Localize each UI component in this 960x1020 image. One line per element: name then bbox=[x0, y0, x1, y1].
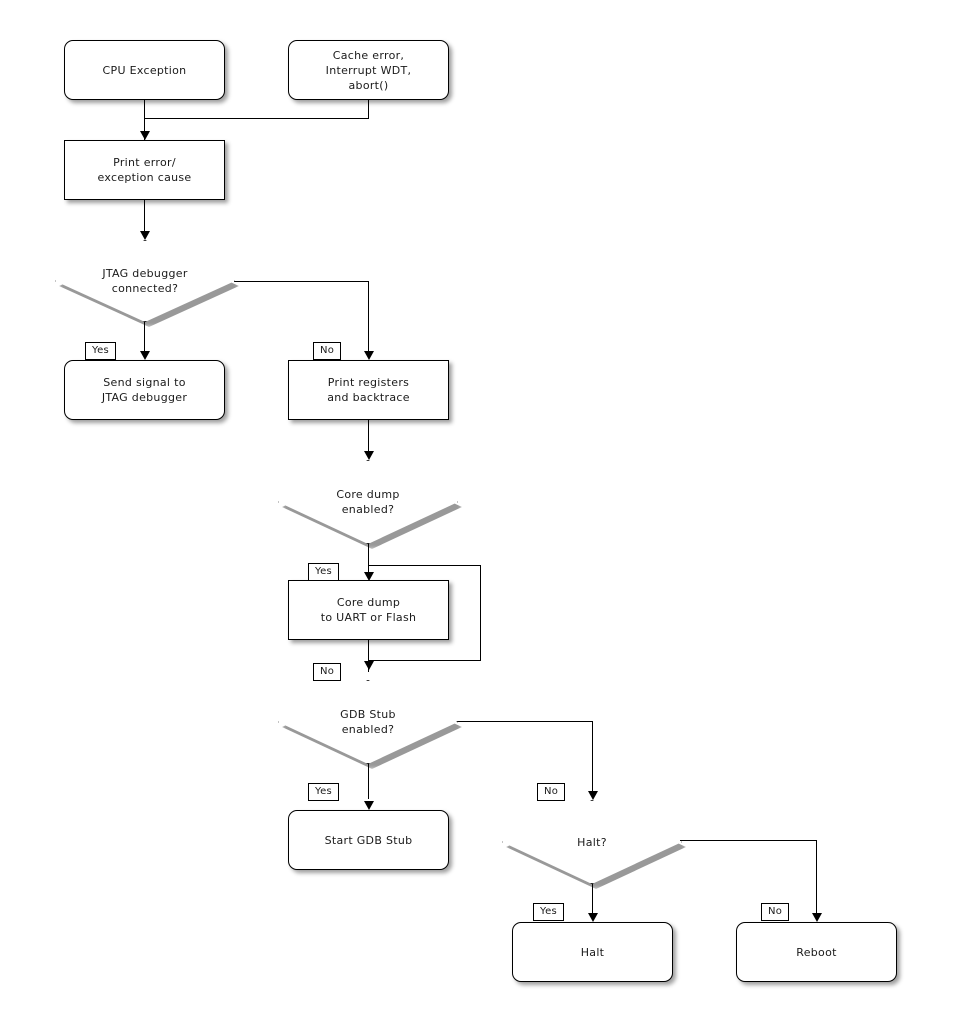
arrowhead-coredump-action bbox=[364, 572, 374, 581]
arrowhead-halt-decision bbox=[588, 791, 598, 800]
edge-label-jtag-no: No bbox=[313, 342, 342, 360]
edge-cpu-to-merge bbox=[144, 100, 145, 119]
edge-print-error-to-jtag bbox=[144, 200, 145, 232]
edge-label-gdbstub-no: No bbox=[537, 783, 566, 801]
node-coredump-decision[interactable]: Core dump enabled? bbox=[278, 460, 462, 549]
edge-halt-no-horizontal bbox=[680, 840, 817, 841]
edge-label-coredump-yes: Yes bbox=[308, 563, 340, 581]
jtag-decision-label: JTAG debugger connected? bbox=[102, 267, 188, 295]
arrowhead-print-error bbox=[140, 131, 150, 140]
edge-gdbstub-no-horizontal bbox=[456, 721, 592, 722]
node-jtag-decision[interactable]: JTAG debugger connected? bbox=[55, 240, 239, 327]
edge-label-coredump-no: No bbox=[313, 663, 342, 681]
edge-print-registers-to-coredump bbox=[368, 420, 369, 453]
edge-label-halt-yes: Yes bbox=[533, 903, 565, 921]
edge-label-gdbstub-yes: Yes bbox=[308, 783, 340, 801]
node-cache-error[interactable]: Cache error, Interrupt WDT, abort() bbox=[288, 40, 449, 100]
edge-jtag-yes bbox=[144, 322, 145, 354]
edge-coredump-no-bottom bbox=[368, 660, 481, 661]
node-cpu-exception[interactable]: CPU Exception bbox=[64, 40, 225, 100]
edge-merge-to-print-error bbox=[144, 118, 145, 140]
node-print-registers[interactable]: Print registers and backtrace bbox=[288, 360, 449, 420]
coredump-decision-label: Core dump enabled? bbox=[336, 488, 400, 516]
edge-jtag-no-vertical bbox=[368, 281, 369, 354]
node-print-error[interactable]: Print error/ exception cause bbox=[64, 140, 225, 200]
edge-label-jtag-yes: Yes bbox=[85, 342, 117, 360]
edge-jtag-no-horizontal bbox=[234, 281, 369, 282]
node-halt-action[interactable]: Halt bbox=[512, 922, 673, 982]
arrowhead-print-registers bbox=[364, 351, 374, 360]
edge-cache-down bbox=[368, 100, 369, 119]
node-gdbstub-decision[interactable]: GDB Stub enabled? bbox=[278, 680, 462, 769]
gdbstub-decision-label: GDB Stub enabled? bbox=[340, 708, 396, 736]
arrowhead-start-gdbstub bbox=[364, 801, 374, 810]
node-coredump-action[interactable]: Core dump to UART or Flash bbox=[288, 580, 449, 640]
edge-gdbstub-no-vertical bbox=[592, 721, 593, 794]
node-reboot-action[interactable]: Reboot bbox=[736, 922, 897, 982]
arrowhead-halt-action bbox=[588, 913, 598, 922]
arrowhead-send-signal bbox=[140, 351, 150, 360]
halt-decision-label: Halt? bbox=[577, 835, 607, 849]
edge-coredump-no-top bbox=[368, 565, 481, 566]
edge-gdbstub-yes bbox=[368, 763, 369, 799]
edge-coredump-yes bbox=[368, 543, 369, 577]
edge-coredump-no-right bbox=[480, 565, 481, 660]
arrowhead-gdbstub-decision bbox=[364, 661, 374, 670]
arrowhead-reboot-action bbox=[812, 913, 822, 922]
arrowhead-jtag-decision bbox=[140, 231, 150, 240]
node-send-signal[interactable]: Send signal to JTAG debugger bbox=[64, 360, 225, 420]
edge-merge-horizontal bbox=[144, 118, 369, 119]
node-start-gdbstub[interactable]: Start GDB Stub bbox=[288, 810, 449, 870]
edge-label-halt-no: No bbox=[761, 903, 790, 921]
node-halt-decision[interactable]: Halt? bbox=[502, 800, 686, 889]
edge-halt-no-vertical bbox=[816, 840, 817, 918]
edge-halt-yes bbox=[592, 884, 593, 918]
arrowhead-coredump-decision bbox=[364, 451, 374, 460]
edge-coredump-action-to-gdbstub bbox=[368, 640, 369, 672]
